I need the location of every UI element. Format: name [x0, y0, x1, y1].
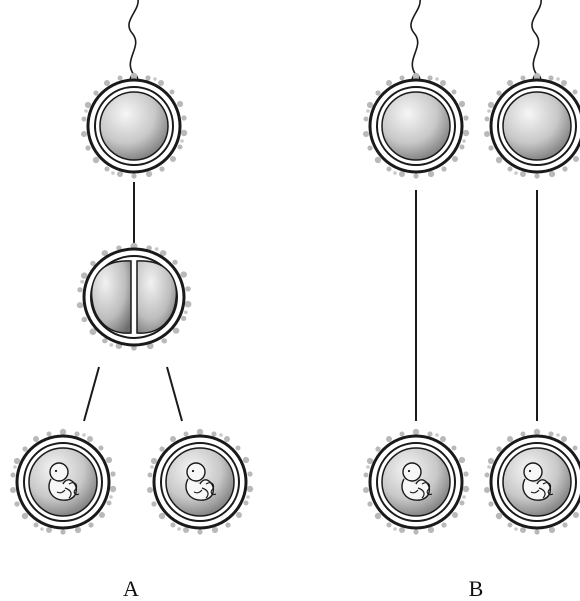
panel-b: [363, 0, 580, 535]
connector-line: [84, 367, 99, 421]
fetus-icon: [363, 429, 469, 535]
egg-cell-icon: [81, 73, 187, 179]
egg-cell-icon: [484, 73, 580, 179]
fetus-icon: [10, 429, 116, 535]
panel-label-b: B: [469, 576, 484, 601]
panel-label-a: A: [123, 576, 139, 601]
panel-a: [10, 0, 253, 535]
connector-line: [167, 367, 182, 421]
egg-cell-icon: [363, 73, 469, 179]
fetus-icon: [484, 429, 580, 535]
two-cell-embryo-icon: [77, 243, 192, 351]
fetus-icon: [147, 429, 253, 535]
